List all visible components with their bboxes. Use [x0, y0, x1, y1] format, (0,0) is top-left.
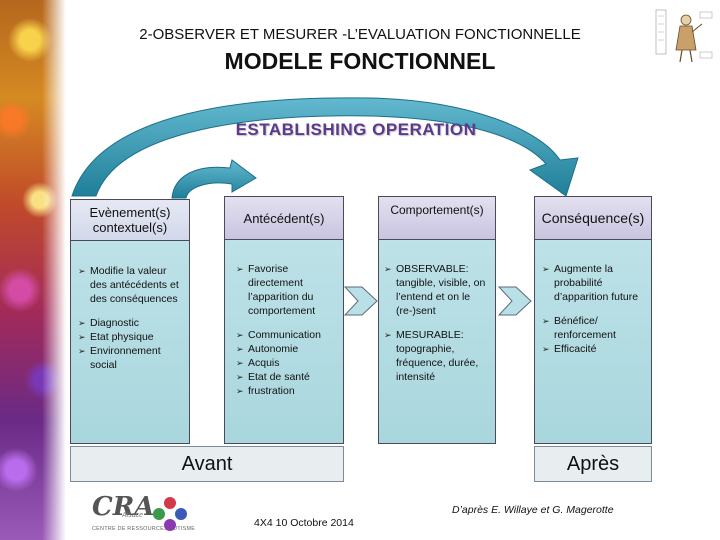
list-item: OBSERVABLE: tangible, visible, on l’ente… [384, 262, 494, 318]
apres-label: Après [566, 452, 620, 475]
column-comportement-header: Comportement(s) [378, 196, 496, 240]
list-item: Environnement social [78, 344, 186, 372]
list-item: Augmente la probabilité d’apparition fut… [542, 262, 648, 304]
column-consequence-header: Conséquence(s) [534, 196, 652, 240]
chevron-right-icon [344, 286, 378, 316]
logo-region: Alsace [122, 512, 144, 519]
list-item: Autonomie [236, 342, 340, 356]
list-item: MESURABLE: topographie, fréquence, durée… [384, 328, 494, 384]
column-antecedent-title: Antécédent(s) [243, 210, 325, 226]
avant-label: Avant [181, 452, 233, 475]
slide-title: MODELE FONCTIONNEL [224, 48, 496, 74]
column-consequence-title: Conséquence(s) [541, 209, 645, 226]
establishing-operation-label: ESTABLISHING OPERATION [235, 120, 477, 139]
decorative-side-strip [0, 0, 66, 540]
column-evenement-title: Evènement(s) contextuel(s) [89, 205, 171, 235]
chevron-right-icon [498, 286, 532, 316]
logo-caption: CENTRE DE RESSOURCES AUTISME [92, 526, 196, 532]
column-antecedent-list: Favorise directement l’apparition du com… [236, 262, 340, 398]
corner-illustration-icon [655, 9, 713, 63]
list-item: Efficacité [542, 342, 648, 356]
list-item: Communication [236, 328, 340, 342]
list-item: Etat physique [78, 330, 186, 344]
credit-text: D’après E. Willaye et G. Magerotte [452, 504, 614, 516]
contextual-arc-arrow [171, 159, 257, 199]
column-antecedent-header: Antécédent(s) [224, 196, 344, 240]
column-evenement-list: Modifie la valeur des antécédents et des… [78, 264, 186, 372]
column-comportement-list: OBSERVABLE: tangible, visible, on l’ente… [384, 262, 494, 384]
logo-name: CRA [92, 492, 155, 522]
apres-box: Après [534, 446, 652, 482]
avant-box: Avant [70, 446, 344, 482]
list-item: Favorise directement l’apparition du com… [236, 262, 340, 318]
establishing-arc-arrow [71, 97, 579, 197]
date-text: 4X4 10 Octobre 2014 [254, 517, 354, 529]
cra-logo: CRA Alsace CENTRE DE RESSOURCES AUTISME [92, 492, 195, 536]
column-comportement-title: Comportement(s) [390, 203, 484, 217]
list-item: Etat de santé [236, 370, 340, 384]
logo-dots-icon [153, 497, 187, 531]
list-item: frustration [236, 384, 340, 398]
column-evenement-header: Evènement(s) contextuel(s) [70, 199, 190, 241]
list-item: Acquis [236, 356, 340, 370]
column-consequence-list: Augmente la probabilité d’apparition fut… [542, 262, 648, 356]
list-item: Modifie la valeur des antécédents et des… [78, 264, 186, 306]
list-item: Bénéfice/ renforcement [542, 314, 648, 342]
list-item: Diagnostic [78, 316, 186, 330]
slide-subtitle: 2-OBSERVER ET MESURER -L’EVALUATION FONC… [139, 26, 581, 43]
